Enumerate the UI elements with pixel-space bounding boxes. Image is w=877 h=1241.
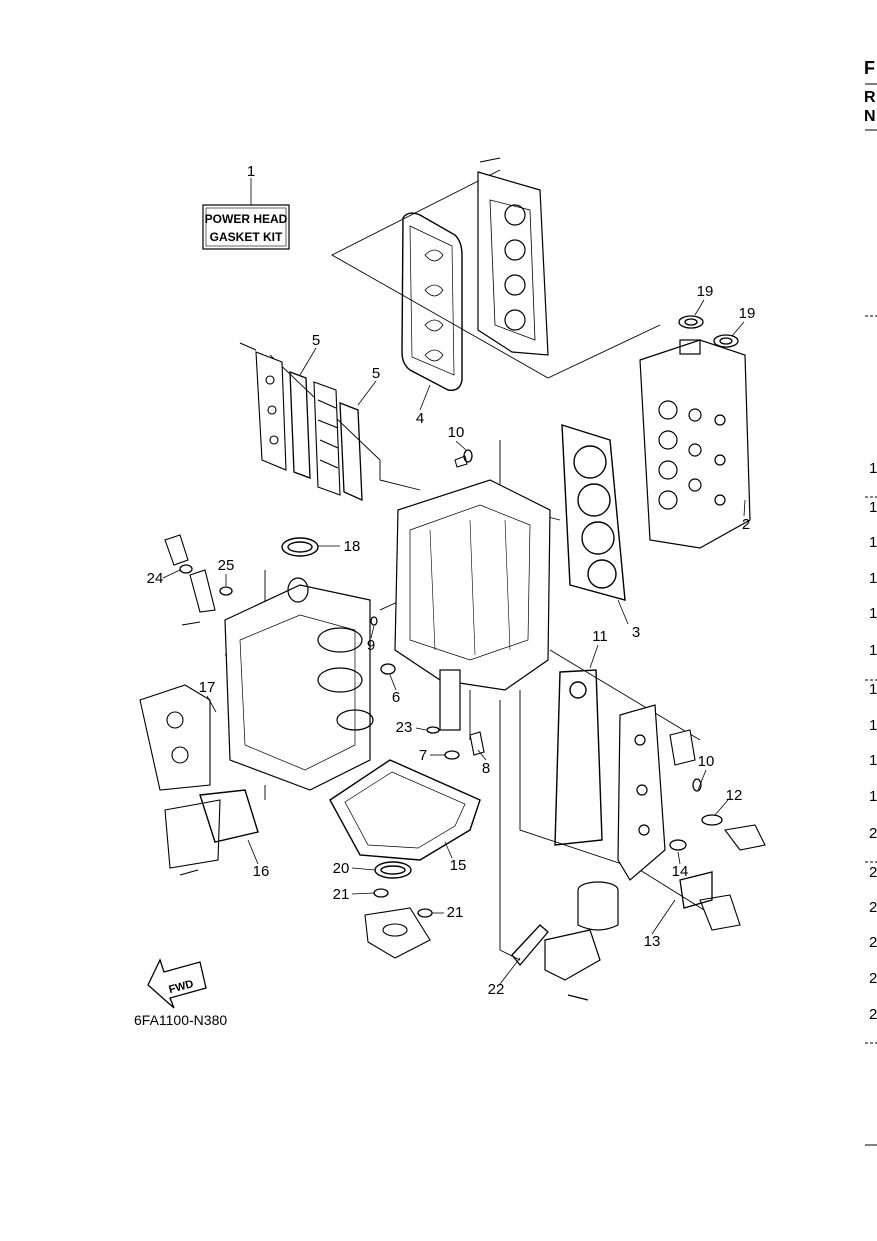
- edge-row: 1: [869, 499, 877, 516]
- callout: 11: [592, 628, 608, 645]
- callout: 5: [312, 332, 320, 349]
- figure-code: 6FA1100-N380: [134, 1012, 227, 1028]
- water-cover-16: [164, 799, 221, 876]
- callout: 16: [253, 863, 270, 880]
- edge-header-r: R: [864, 89, 876, 106]
- oring-25: [219, 586, 233, 596]
- callout: 21: [447, 904, 464, 921]
- lower-housing: [364, 907, 431, 959]
- callout: 3: [632, 624, 640, 641]
- callout: 19: [739, 305, 756, 322]
- cylinder-head-gasket: [561, 424, 626, 601]
- edge-row: 1: [869, 460, 877, 477]
- head-cover-gasket: [401, 212, 463, 391]
- edge-row: 2: [869, 934, 877, 951]
- callout: 24: [147, 570, 164, 587]
- oring-14: [669, 839, 687, 851]
- callout: 6: [392, 689, 400, 706]
- oil-seal-19b: [713, 334, 739, 348]
- oring-6: [380, 663, 396, 675]
- callout: 13: [644, 933, 661, 950]
- gasket-11: [554, 669, 603, 846]
- forward-arrow-icon: FWD: [147, 958, 207, 1009]
- callout: 7: [419, 747, 427, 764]
- right-edge-rules: [865, 83, 877, 1146]
- oring-10b: [692, 778, 702, 792]
- gasket-kit-label: POWER HEAD GASKET KIT: [202, 204, 290, 250]
- callout: 20: [333, 860, 350, 877]
- edge-header-n: N: [864, 108, 876, 125]
- callout: 12: [726, 787, 743, 804]
- callout: 25: [218, 557, 235, 574]
- crankcase: [224, 577, 374, 791]
- callout: 18: [344, 538, 361, 555]
- exhaust-gasket-a: [289, 371, 311, 479]
- edge-row: 2: [869, 1006, 877, 1023]
- edge-header-f: F: [864, 58, 875, 78]
- thermostat-cover-left: [139, 684, 211, 791]
- exhaust-manifold-cover: [617, 704, 666, 881]
- callout: 8: [482, 760, 490, 777]
- callout: 10: [698, 753, 715, 770]
- callout-leaders: [162, 299, 746, 985]
- gasket-13: [679, 871, 713, 909]
- oring-24: [179, 564, 193, 574]
- callout: 21: [333, 886, 350, 903]
- oil-seal-19a: [678, 315, 704, 329]
- callout: 9: [367, 637, 375, 654]
- callout: 10: [448, 424, 465, 441]
- cylinder-block: [394, 479, 551, 731]
- edge-row: 1: [869, 788, 877, 805]
- edge-row: 2: [869, 825, 877, 842]
- edge-row: 1: [869, 642, 877, 659]
- oil-filter: [544, 881, 619, 1001]
- edge-row: 1: [869, 605, 877, 622]
- callout: 4: [416, 410, 424, 427]
- edge-row: 1: [869, 681, 877, 698]
- kit-label-line1: POWER HEAD: [205, 212, 288, 226]
- thermo-fitting-24: [164, 534, 216, 626]
- gasket-12: [701, 814, 723, 826]
- edge-row: 1: [869, 534, 877, 551]
- edge-row: 2: [869, 864, 877, 881]
- edge-row: 1: [869, 752, 877, 769]
- edge-row: 2: [869, 899, 877, 916]
- edge-row: 2: [869, 970, 877, 987]
- callout: 5: [372, 365, 380, 382]
- callout-numbers: 1 2 3 4 5 5 6 7 8 9 10 10 11 12 13 14 15…: [147, 163, 756, 998]
- exhaust-cover: [239, 342, 287, 471]
- callout: 1: [247, 163, 255, 180]
- oil-seal-18: [281, 537, 319, 557]
- cylinder-head-cover: [477, 157, 549, 356]
- gasket-16: [199, 789, 259, 843]
- oring-9: [370, 616, 378, 626]
- callout: 15: [450, 857, 467, 874]
- callout: 19: [697, 283, 714, 300]
- callout: 2: [742, 516, 750, 533]
- thermostat-assembly-right: [669, 729, 766, 931]
- edge-row: 1: [869, 717, 877, 734]
- sensor-8: [469, 731, 485, 756]
- cylinder-head: [639, 339, 751, 549]
- callout: 17: [199, 679, 216, 696]
- exhaust-plate: [313, 381, 341, 496]
- oring-10a: [454, 449, 473, 468]
- kit-label-line2: GASKET KIT: [210, 230, 283, 244]
- oil-pan-gasket-15: [329, 759, 481, 861]
- callout: 22: [488, 981, 505, 998]
- callout: 23: [396, 719, 413, 736]
- exhaust-gasket-b: [339, 402, 363, 502]
- callout: 14: [672, 863, 689, 880]
- oring-23: [426, 726, 440, 734]
- edge-row: 1: [869, 570, 877, 587]
